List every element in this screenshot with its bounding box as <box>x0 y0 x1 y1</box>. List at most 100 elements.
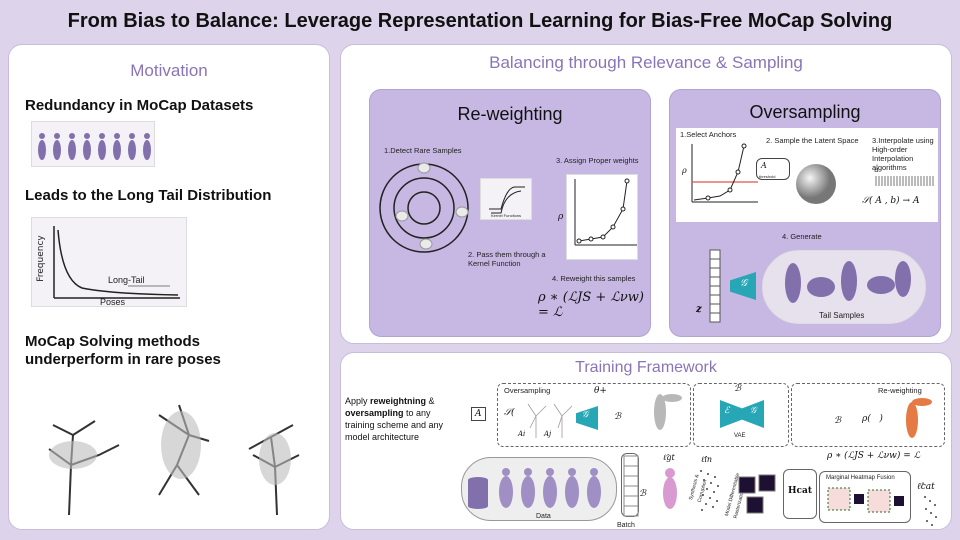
fusion-box: Marginal Heatmap Fusion <box>819 471 911 523</box>
generator-G: 𝒢 <box>740 278 748 289</box>
data-stage: Data <box>461 457 617 521</box>
latent-sphere <box>796 164 836 204</box>
database-icon <box>468 477 488 509</box>
stage-Ai: Ai <box>518 430 526 438</box>
oversampling-heading: Oversampling <box>749 102 861 122</box>
pipeline-B: ℬ <box>639 489 647 499</box>
training-formula: ρ ∗ (ℒJS + ℒνw) = ℒ <box>827 451 921 461</box>
fusion-label: Marginal Heatmap Fusion <box>826 475 895 481</box>
threshold-box: A threshold <box>756 158 790 180</box>
poses-label: Poses <box>100 297 126 307</box>
reweighting-rho: ρ <box>558 212 564 222</box>
balancing-panel: Balancing through Relevance & Sampling R… <box>340 44 952 344</box>
data-label: Data <box>536 513 551 520</box>
oversampling-step3: 3.Interpolate using High-order Interpola… <box>872 136 934 172</box>
long-tail-label: Long-Tail <box>108 275 145 285</box>
l-cat-label: ℓ̂cat <box>917 482 935 492</box>
vae-stage: ℰ 𝒢 VAE ℬ <box>693 383 789 447</box>
vae-label: VAE <box>734 433 746 439</box>
latent-z: z <box>696 304 702 315</box>
stage-S: 𝒮( <box>504 408 515 418</box>
apply-post: to any training scheme and any model arc… <box>345 408 444 442</box>
pipeline-lgt: ℓ̂gt <box>663 453 675 462</box>
reweighting-step1: 1.Detect Rare Samples <box>384 146 462 155</box>
vae-decoder <box>742 400 764 428</box>
underperform-heading: MoCap Solving methods underperform in ra… <box>25 333 221 368</box>
stage-generator <box>576 406 598 430</box>
reweighting-heading: Re-weighting <box>457 104 563 124</box>
stage-kick-pose <box>654 394 682 430</box>
rare-sample-rings <box>379 162 469 253</box>
h-cat-box: Hcat <box>783 469 817 519</box>
stage-skeletons <box>527 403 573 438</box>
vae-G: 𝒢 <box>750 406 757 416</box>
long-tail-curve <box>53 226 180 299</box>
training-heading: Training Framework <box>341 359 951 377</box>
data-poses <box>499 468 601 508</box>
stage-Aj: Aj <box>544 430 552 438</box>
reweighting-step2: 2. Pass them through a Kernel Function <box>468 250 546 268</box>
rare-poses-figure <box>48 404 300 516</box>
pipeline-lin: ℓ̂in <box>701 455 713 464</box>
stage-rho-open: ρ( <box>862 414 871 424</box>
oversampling-top-figure: 1.Select Anchors ρ A threshold 2. Sample… <box>676 128 938 222</box>
weighted-pose <box>906 398 932 438</box>
apply-bold-1: reweightning <box>370 396 427 406</box>
reweighting-box: Re-weighting 1.Detect Rare Samples Kerne… <box>369 89 651 337</box>
vae-B: ℬ <box>734 384 742 394</box>
marker-cloud <box>700 470 719 511</box>
oversampling-step2: 2. Sample the Latent Space <box>766 136 859 145</box>
anchor-plot <box>691 143 758 203</box>
reweighting-formula: ρ ∗ (ℒJS + ℒνw) = ℒ <box>538 290 644 320</box>
vae-E: ℰ <box>724 406 730 416</box>
batch-stage <box>621 453 639 517</box>
tail-samples-label: Tail Samples <box>819 311 865 320</box>
weight-plot <box>566 174 638 260</box>
apply-pre: Apply <box>345 396 371 406</box>
stage-rho: ρ( ) <box>862 414 883 424</box>
long-tail-heading: Leads to the Long Tail Distribution <box>25 187 272 204</box>
kernel-caption: Kernel Functions <box>491 213 522 218</box>
stage-G: 𝒢 <box>582 410 589 420</box>
stage-B1: ℬ <box>614 412 622 422</box>
reweighting-stage: Re-weighting ℬ ρ( ) <box>791 383 945 447</box>
threshold-label: threshold <box>759 174 776 179</box>
oversampling-rho: ρ <box>682 166 687 175</box>
latent-vector <box>709 249 721 323</box>
training-heading-text: Training Framework <box>575 359 717 376</box>
stage-rho-close: ) <box>879 414 883 424</box>
training-panel: Training Framework Apply reweightning & … <box>340 352 952 530</box>
pose-silhouettes <box>38 133 151 160</box>
redundancy-heading: Redundancy in MoCap Datasets <box>25 97 254 114</box>
output-markers <box>924 496 937 526</box>
interpolation-bars <box>875 176 934 186</box>
h-cat-label: Hcat <box>788 486 812 496</box>
fusion-cubes <box>827 487 904 513</box>
oversampling-stage: Oversampling θ+ 𝒮( Ai Aj 𝒢 ℬ <box>497 383 691 447</box>
pipeline-body <box>663 468 677 509</box>
motivation-panel: Motivation Redundancy in MoCap Datasets … <box>8 44 330 530</box>
tail-samples-figure: Tail Samples <box>762 250 926 324</box>
redundant-poses-figure <box>31 121 155 167</box>
stage-reweighting-label: Re-weighting <box>878 386 922 395</box>
oversampling-step4: 4. Generate <box>782 232 822 241</box>
stage-theta: θ+ <box>594 386 607 396</box>
kernel-function-figure: Kernel Functions <box>480 178 532 220</box>
oversampling-box: Oversampling 1.Select Anchors ρ A thresh… <box>669 89 941 337</box>
oversampling-step1: 1.Select Anchors <box>680 130 737 139</box>
motivation-heading: Motivation <box>130 61 208 80</box>
heatmap-stack <box>738 474 776 514</box>
apply-mid: & <box>426 396 435 406</box>
reweighting-step4: 4. Reweight this samples <box>552 274 636 283</box>
poster-title: From Bias to Balance: Leverage Represent… <box>67 10 893 32</box>
stage-oversampling-label: Oversampling <box>504 386 551 395</box>
balancing-heading: Balancing through Relevance & Sampling <box>489 53 803 72</box>
apply-bold-2: oversampling <box>345 408 404 418</box>
anchor-A: A <box>761 161 767 170</box>
interp-u: u <box>874 166 879 174</box>
frequency-label: Frequency <box>35 235 46 282</box>
apply-text: Apply reweightning & oversampling to any… <box>345 395 449 443</box>
long-tail-figure: Frequency Long-Tail Poses <box>31 217 187 307</box>
interp-formula: 𝒮( A , b) → A <box>862 196 920 206</box>
vae-encoder <box>720 400 742 428</box>
